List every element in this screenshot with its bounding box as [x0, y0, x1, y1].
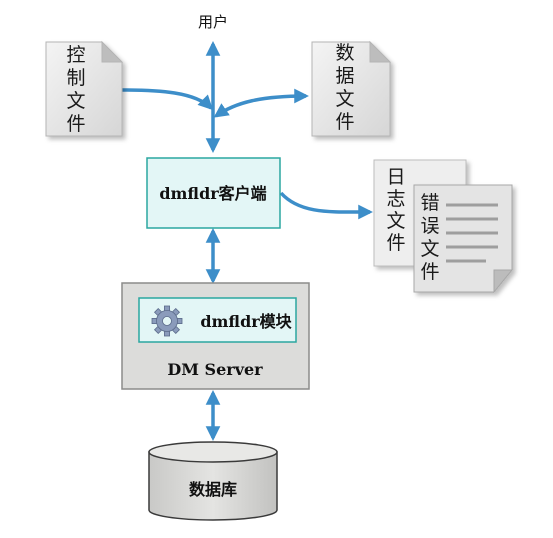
control-file-node — [45, 40, 124, 137]
arrow-data-file — [213, 88, 309, 118]
control-file-char-4: 件 — [66, 113, 85, 135]
error-file-label: 错 误 文 件 — [420, 192, 439, 283]
server-label: DM Server — [167, 360, 263, 379]
log-file-char-2: 志 — [386, 188, 405, 210]
gear-icon — [151, 305, 183, 337]
error-file-char-1: 错 — [420, 192, 439, 214]
database-label: 数据库 — [189, 480, 237, 499]
user-label: 用户 — [198, 13, 228, 31]
data-file-node — [311, 40, 392, 137]
error-file-lines — [446, 203, 498, 263]
data-file-label: 数 据 文 件 — [335, 42, 354, 133]
database-node — [148, 441, 278, 521]
arrow-client-log — [279, 191, 373, 220]
data-file-char-1: 数 — [335, 42, 354, 64]
error-file-char-4: 件 — [420, 261, 439, 283]
client-label: dmfldr客户端 — [159, 184, 266, 203]
log-file-label: 日 志 文 件 — [386, 166, 405, 254]
control-file-char-1: 控 — [66, 44, 85, 66]
control-file-label: 控 制 文 件 — [66, 44, 85, 135]
log-file-char-3: 文 — [386, 210, 405, 232]
error-file-char-2: 误 — [420, 215, 439, 237]
client-box — [146, 157, 281, 229]
data-file-char-2: 据 — [335, 65, 354, 87]
error-file-char-3: 文 — [420, 238, 439, 260]
error-file-node — [413, 184, 514, 294]
control-file-char-2: 制 — [66, 67, 85, 89]
arrow-control-file — [120, 88, 214, 111]
data-file-char-4: 件 — [335, 111, 354, 133]
module-label: dmfldr模块 — [200, 312, 292, 331]
log-file-char-4: 件 — [386, 232, 405, 254]
connector-arrows — [120, 41, 373, 441]
data-file-char-3: 文 — [335, 88, 354, 110]
control-file-char-3: 文 — [66, 90, 85, 112]
log-file-char-1: 日 — [386, 166, 405, 188]
